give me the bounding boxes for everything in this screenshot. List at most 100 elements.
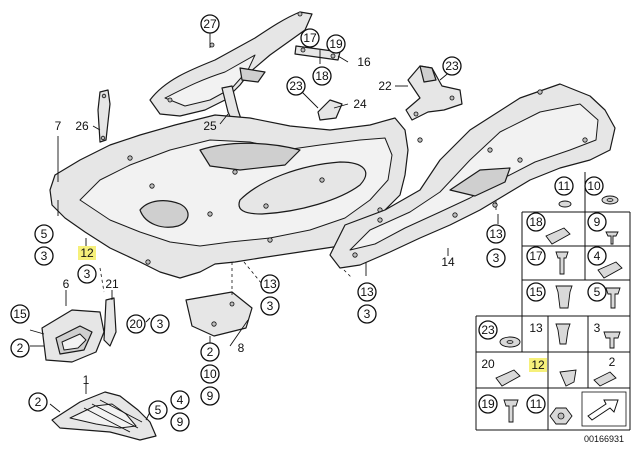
callout-15: 15 xyxy=(10,304,30,324)
svg-text:9: 9 xyxy=(594,215,601,229)
callout-13-b: 13 xyxy=(357,282,377,302)
callout-18-legend: 18 xyxy=(526,212,546,232)
svg-text:15: 15 xyxy=(529,285,543,299)
fastener-legend: 10 18 9 17 4 15 5 23 13 3 20 12 2 xyxy=(475,172,631,431)
label-25: 25 xyxy=(203,119,217,133)
leader-lines xyxy=(29,32,499,421)
callout-18: 18 xyxy=(312,66,332,86)
svg-text:6: 6 xyxy=(63,277,70,291)
svg-text:20: 20 xyxy=(129,317,143,331)
svg-text:15: 15 xyxy=(13,307,27,321)
bolt-icon xyxy=(555,251,569,275)
svg-text:9: 9 xyxy=(177,415,184,429)
svg-text:3: 3 xyxy=(364,307,371,321)
callout-20-a: 20 xyxy=(126,314,146,334)
callout-4: 4 xyxy=(170,390,190,410)
svg-text:23: 23 xyxy=(445,59,459,73)
label-2-legend: 2 xyxy=(609,355,616,369)
nut-icon xyxy=(558,200,572,208)
svg-text:23: 23 xyxy=(289,79,303,93)
callout-2-b: 2 xyxy=(200,342,220,362)
svg-text:13: 13 xyxy=(360,285,374,299)
svg-text:3: 3 xyxy=(41,249,48,263)
clip-icon xyxy=(597,261,623,279)
svg-text:20: 20 xyxy=(481,357,495,371)
svg-text:21: 21 xyxy=(105,277,119,291)
callout-11-a: 11 xyxy=(554,176,574,196)
callout-15-legend: 15 xyxy=(526,282,546,302)
callout-5-left: 5 xyxy=(34,224,54,244)
svg-text:27: 27 xyxy=(203,17,217,31)
label-24: 24 xyxy=(353,97,367,111)
callout-2-c: 2 xyxy=(28,392,48,412)
svg-text:4: 4 xyxy=(177,393,184,407)
svg-text:3: 3 xyxy=(157,317,164,331)
part-7-underbody-panel xyxy=(49,114,409,279)
svg-text:17: 17 xyxy=(303,31,317,45)
push-clip-icon xyxy=(559,369,577,387)
callout-4-legend: 4 xyxy=(587,246,607,266)
callout-23-legend: 23 xyxy=(478,320,498,340)
part-21-strip xyxy=(103,297,117,347)
svg-text:3: 3 xyxy=(267,299,274,313)
callout-10-legend: 10 xyxy=(584,176,604,196)
svg-text:2: 2 xyxy=(207,345,214,359)
label-7: 7 xyxy=(55,119,62,133)
part-26-strip xyxy=(97,89,111,143)
callout-12-highlight: 12 xyxy=(78,246,96,260)
expansion-rivet-icon xyxy=(555,285,573,309)
svg-text:18: 18 xyxy=(529,215,543,229)
svg-text:4: 4 xyxy=(594,249,601,263)
callout-9-b: 9 xyxy=(170,412,190,432)
callout-17: 17 xyxy=(300,28,320,48)
callout-3-f: 3 xyxy=(150,314,170,334)
callout-3-b: 3 xyxy=(77,264,97,284)
part-24-bracket xyxy=(317,99,343,121)
part-14-underbody-panel xyxy=(329,83,616,269)
callout-12-legend-highlight: 12 xyxy=(529,358,547,372)
callout-13-a: 13 xyxy=(486,224,506,244)
callout-5-legend: 5 xyxy=(587,282,607,302)
svg-text:25: 25 xyxy=(203,119,217,133)
svg-text:22: 22 xyxy=(378,79,392,93)
clip-nut-icon-2 xyxy=(495,369,521,387)
svg-text:19: 19 xyxy=(481,397,495,411)
callout-3-left: 3 xyxy=(34,246,54,266)
svg-text:24: 24 xyxy=(353,97,367,111)
svg-text:10: 10 xyxy=(203,367,217,381)
bolt-icon-2 xyxy=(503,399,519,423)
part-6-duct xyxy=(41,309,105,363)
svg-text:23: 23 xyxy=(481,323,495,337)
svg-text:13: 13 xyxy=(529,321,543,335)
label-6: 6 xyxy=(63,277,70,291)
svg-text:2: 2 xyxy=(609,355,616,369)
part-16-bracket xyxy=(294,45,341,61)
svg-text:7: 7 xyxy=(55,119,62,133)
part-27-shield xyxy=(149,11,313,117)
svg-text:3: 3 xyxy=(493,251,500,265)
svg-text:14: 14 xyxy=(441,255,455,269)
callout-9-a: 9 xyxy=(200,386,220,406)
svg-text:1: 1 xyxy=(83,373,90,387)
part-22-bracket xyxy=(405,65,463,121)
callout-17-legend: 17 xyxy=(526,246,546,266)
label-22: 22 xyxy=(378,79,392,93)
svg-text:2: 2 xyxy=(35,395,42,409)
label-8: 8 xyxy=(238,341,245,355)
svg-text:9: 9 xyxy=(207,389,214,403)
callouts: 27 17 19 16 18 23 22 24 23 7 26 25 5 3 1… xyxy=(10,14,574,432)
callout-10-b: 10 xyxy=(200,364,220,384)
label-1: 1 xyxy=(83,373,90,387)
label-20-legend: 20 xyxy=(481,357,495,371)
rivet-icon xyxy=(555,323,571,345)
svg-text:13: 13 xyxy=(263,277,277,291)
svg-text:19: 19 xyxy=(329,37,343,51)
clip-icon-2 xyxy=(593,371,617,387)
label-26: 26 xyxy=(75,119,89,133)
callout-5-b: 5 xyxy=(148,400,168,420)
label-16: 16 xyxy=(357,55,371,69)
label-14: 14 xyxy=(441,255,455,269)
part-1-shield xyxy=(51,391,157,441)
svg-text:11: 11 xyxy=(530,397,543,411)
